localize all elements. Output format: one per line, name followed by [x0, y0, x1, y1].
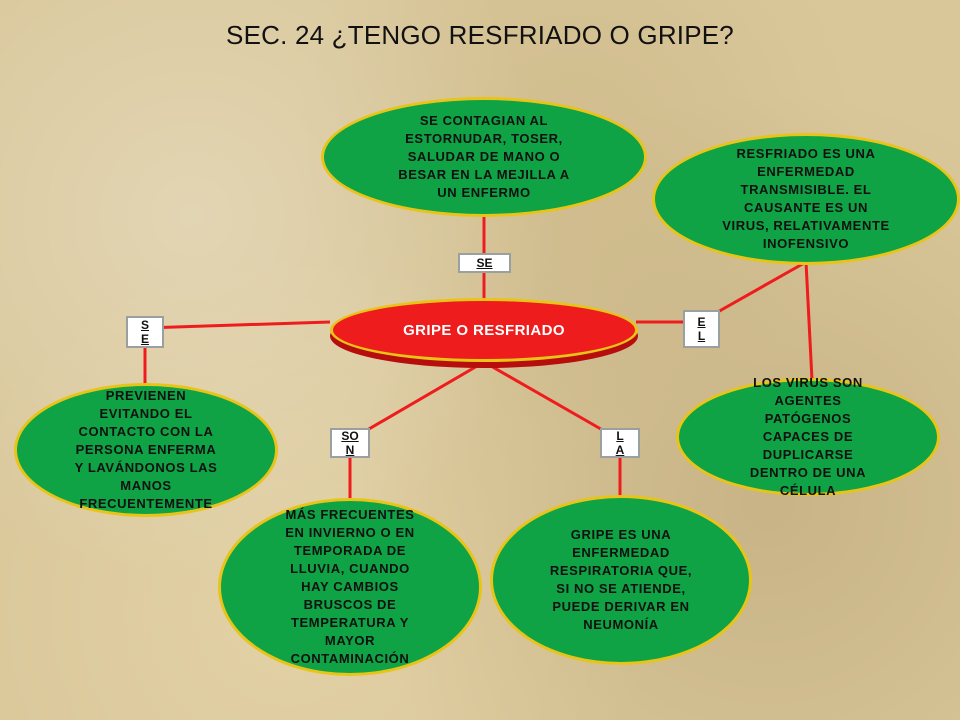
connector-label-se-top: SE [458, 253, 511, 273]
line-center-to-son [349, 360, 485, 442]
connector-label-se-left: S E [126, 316, 164, 348]
node-virus: LOS VIRUS SON AGENTES PATÓGENOS CAPACES … [676, 375, 940, 498]
node-contagio: SE CONTAGIAN AL ESTORNUDAR, TOSER, SALUD… [321, 97, 647, 217]
line-center-to-la [483, 360, 621, 442]
line-resfriado-to-virus [804, 261, 814, 381]
connector-label-son: SO N [330, 428, 370, 458]
connector-label-el-right: E L [683, 310, 720, 348]
node-resfriado: RESFRIADO ES UNA ENFERMEDAD TRANSMISIBLE… [652, 133, 960, 265]
page-title: SEC. 24 ¿TENGO RESFRIADO O GRIPE? [226, 20, 734, 50]
node-previenen: PREVIENEN EVITANDO EL CONTACTO CON LA PE… [14, 383, 278, 517]
node-frecuentes: MÁS FRECUENTES EN INVIERNO O EN TEMPORAD… [218, 498, 482, 676]
node-gripe-o-resfriado: GRIPE O RESFRIADO [330, 298, 638, 362]
node-gripe: GRIPE ES UNA ENFERMEDAD RESPIRATORIA QUE… [490, 495, 752, 665]
line-center-to-left [144, 320, 331, 330]
connector-label-la: L A [600, 428, 640, 458]
